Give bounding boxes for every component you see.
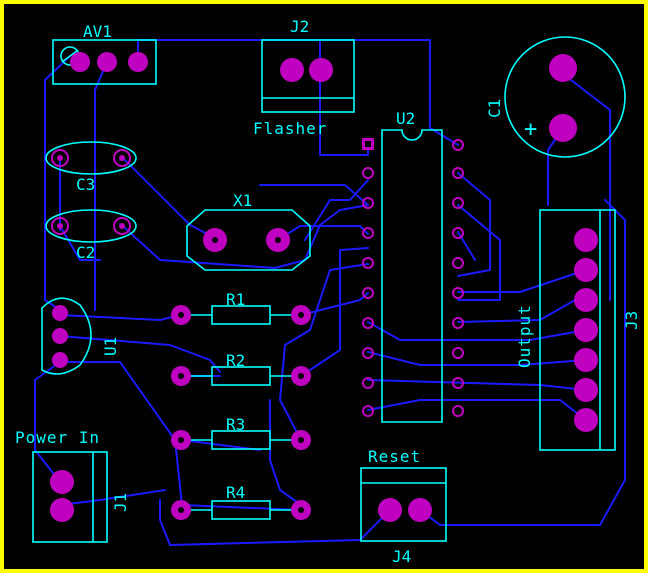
u2-label: U2 bbox=[396, 109, 415, 128]
u2-pin bbox=[362, 167, 374, 179]
c1-plus: + bbox=[524, 117, 537, 142]
u2-pin bbox=[452, 257, 464, 269]
u2-pin bbox=[452, 287, 464, 299]
j2-label: J2 bbox=[290, 17, 309, 36]
j3-label: J3 bbox=[622, 311, 641, 330]
u2-pin bbox=[452, 405, 464, 417]
c3-pad-1 bbox=[51, 149, 69, 167]
component-r2: R2 bbox=[171, 351, 311, 386]
u1-pad-3 bbox=[52, 352, 68, 368]
c3-label: C3 bbox=[76, 175, 95, 194]
component-x1: X1 bbox=[186, 191, 311, 271]
u2-pin bbox=[452, 167, 464, 179]
u2-pin bbox=[452, 197, 464, 209]
j4-label: J4 bbox=[392, 547, 411, 566]
component-j4: Reset J4 bbox=[360, 447, 447, 566]
u2-pin bbox=[362, 317, 374, 329]
u2-pin bbox=[362, 405, 374, 417]
j3-pad-2 bbox=[574, 258, 598, 282]
x1-label: X1 bbox=[233, 191, 252, 210]
j3-pad-5 bbox=[574, 348, 598, 372]
component-j1: Power In J1 bbox=[15, 428, 130, 543]
component-u1: U1 bbox=[41, 297, 120, 375]
u1-label: U1 bbox=[101, 337, 120, 356]
u2-pin bbox=[452, 227, 464, 239]
j1-label: J1 bbox=[111, 493, 130, 512]
j1-pad-2 bbox=[50, 498, 74, 522]
u2-pin bbox=[452, 317, 464, 329]
component-r1: R1 bbox=[171, 290, 311, 325]
c2-pad-2 bbox=[113, 217, 131, 235]
j1-pad-1 bbox=[50, 470, 74, 494]
c2-label: C2 bbox=[76, 243, 95, 262]
component-c3: C3 bbox=[45, 141, 137, 194]
u2-pin bbox=[452, 377, 464, 389]
j4-pad-2 bbox=[408, 498, 432, 522]
component-c1: + C1 bbox=[485, 36, 626, 158]
av1-label: AV1 bbox=[83, 22, 112, 41]
c3-pad-2 bbox=[113, 149, 131, 167]
u2-pin bbox=[362, 227, 374, 239]
av1-pad-3 bbox=[128, 52, 148, 72]
c1-pad-2 bbox=[549, 114, 577, 142]
c1-pad-1 bbox=[549, 54, 577, 82]
component-u2: U2 bbox=[381, 109, 443, 423]
component-j2: J2 Flasher bbox=[253, 17, 355, 138]
j3-pad-3 bbox=[574, 288, 598, 312]
j3-name: Output bbox=[515, 304, 534, 368]
j4-name: Reset bbox=[368, 447, 421, 466]
u2-pin bbox=[362, 257, 374, 269]
u1-pad-2 bbox=[52, 328, 68, 344]
j3-pad-6 bbox=[574, 378, 598, 402]
av1-pad-2 bbox=[97, 52, 117, 72]
u2-pin bbox=[452, 347, 464, 359]
u2-pin bbox=[362, 287, 374, 299]
r3-label: R3 bbox=[226, 415, 245, 434]
j3-pad-4 bbox=[574, 318, 598, 342]
r4-label: R4 bbox=[226, 483, 245, 502]
c2-pad-1 bbox=[51, 217, 69, 235]
u2-pin bbox=[362, 197, 374, 209]
component-av1: AV1 bbox=[52, 22, 157, 85]
u2-pins bbox=[362, 138, 464, 417]
j2-pad-2 bbox=[309, 58, 333, 82]
r2-label: R2 bbox=[226, 351, 245, 370]
component-c2: C2 bbox=[45, 209, 137, 262]
j3-pad-1 bbox=[574, 228, 598, 252]
component-r3: R3 bbox=[171, 415, 311, 450]
av1-pad-1 bbox=[70, 52, 90, 72]
j3-pad-7 bbox=[574, 408, 598, 432]
u1-pad-1 bbox=[52, 305, 68, 321]
u2-pin bbox=[362, 347, 374, 359]
component-r4: R4 bbox=[171, 483, 311, 520]
r1-label: R1 bbox=[226, 290, 245, 309]
component-j3: Output J3 bbox=[515, 209, 641, 451]
c1-label: C1 bbox=[485, 99, 504, 118]
u2-pin bbox=[452, 139, 464, 151]
j2-name: Flasher bbox=[253, 119, 327, 138]
j4-pad-1 bbox=[378, 498, 402, 522]
j1-name: Power In bbox=[15, 428, 100, 447]
u2-pin bbox=[362, 377, 374, 389]
j2-pad-1 bbox=[280, 58, 304, 82]
